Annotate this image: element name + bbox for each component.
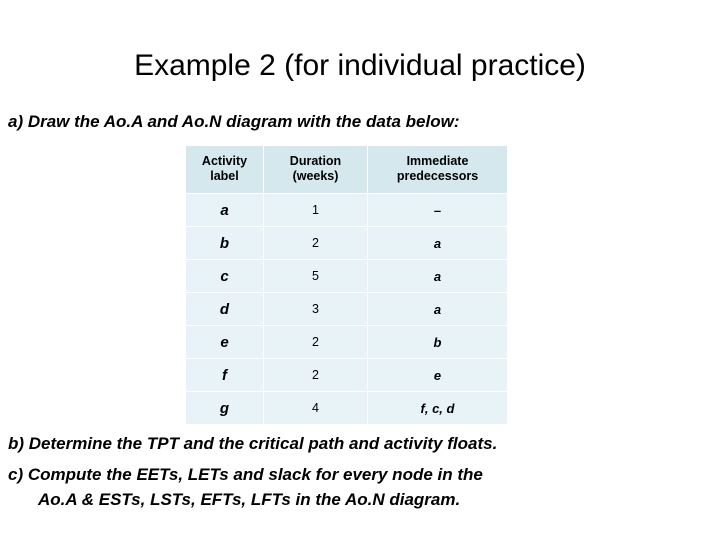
table-row: c 5 a <box>185 259 508 293</box>
table-row: f 2 e <box>185 358 508 392</box>
column-header-predecessors-line2: predecessors <box>396 169 479 183</box>
cell-predecessors: f, c, d <box>367 391 508 425</box>
table-row: e 2 b <box>185 325 508 359</box>
table-header-row: Activity label Duration (weeks) Immediat… <box>185 145 508 194</box>
table-row: b 2 a <box>185 226 508 260</box>
table-header: Activity label Duration (weeks) Immediat… <box>185 145 508 194</box>
cell-duration: 1 <box>263 193 368 227</box>
column-header-predecessors-line1: Immediate <box>406 154 469 168</box>
cell-duration: 2 <box>263 226 368 260</box>
cell-duration: 5 <box>263 259 368 293</box>
cell-duration: 2 <box>263 358 368 392</box>
table-row: g 4 f, c, d <box>185 391 508 425</box>
column-header-activity-label: Activity label <box>185 145 264 194</box>
activity-table: Activity label Duration (weeks) Immediat… <box>185 145 508 425</box>
prompt-c-line1: c) Compute the EETs, LETs and slack for … <box>8 465 483 484</box>
column-header-activity-label-line2: label <box>210 169 239 183</box>
column-header-activity-label-line1: Activity <box>201 154 248 168</box>
cell-predecessors: a <box>367 292 508 326</box>
prompt-c-line2: Ao.A & ESTs, LSTs, EFTs, LFTs in the Ao.… <box>38 490 461 509</box>
cell-duration: 2 <box>263 325 368 359</box>
column-header-duration-line2: (weeks) <box>292 169 339 183</box>
prompt-b-text: b) Determine the TPT and the critical pa… <box>8 434 498 453</box>
column-header-duration-line1: Duration <box>289 154 342 168</box>
page-title: Example 2 (for individual practice) <box>134 49 586 82</box>
column-header-duration: Duration (weeks) <box>263 145 368 194</box>
cell-activity-label: d <box>185 292 264 326</box>
column-header-predecessors: Immediate predecessors <box>367 145 508 194</box>
table-row: a 1 – <box>185 193 508 227</box>
prompt-c-text: c) Compute the EETs, LETs and slack for … <box>8 462 712 512</box>
table-body: a 1 – b 2 a c 5 a d 3 a <box>185 193 508 425</box>
cell-duration: 4 <box>263 391 368 425</box>
cell-activity-label: f <box>185 358 264 392</box>
cell-predecessors: b <box>367 325 508 359</box>
cell-predecessors: – <box>367 193 508 227</box>
activity-table-wrapper: Activity label Duration (weeks) Immediat… <box>185 145 508 425</box>
cell-predecessors: e <box>367 358 508 392</box>
cell-activity-label: g <box>185 391 264 425</box>
cell-activity-label: e <box>185 325 264 359</box>
cell-activity-label: c <box>185 259 264 293</box>
cell-activity-label: b <box>185 226 264 260</box>
cell-activity-label: a <box>185 193 264 227</box>
table-row: d 3 a <box>185 292 508 326</box>
prompt-a-text: a) Draw the Ao.A and Ao.N diagram with t… <box>8 112 460 131</box>
cell-predecessors: a <box>367 259 508 293</box>
cell-duration: 3 <box>263 292 368 326</box>
cell-predecessors: a <box>367 226 508 260</box>
